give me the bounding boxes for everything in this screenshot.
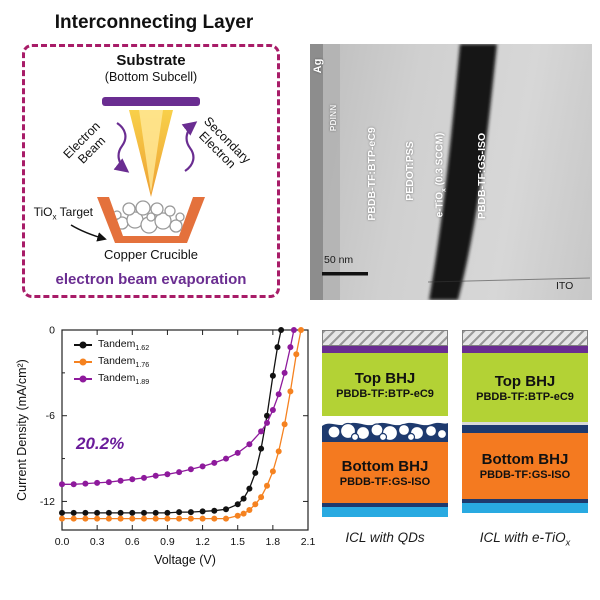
secondary-electron-wavy-arrow-icon	[181, 121, 198, 172]
ag-electrode-layer	[462, 330, 588, 346]
bottom-bhj-label: PBDB-TF:GS-ISO	[476, 132, 488, 220]
ito-interface-line	[427, 277, 591, 283]
ito-label: ITO	[556, 280, 574, 292]
legend-item: Tandem1.89	[74, 372, 149, 386]
bottom-bhj-material: PBDB-TF:GS-ISO	[339, 475, 431, 488]
svg-text:-6: -6	[46, 410, 55, 422]
pdinn-layer	[462, 346, 588, 353]
pedot-thin-layer	[462, 422, 588, 425]
pdinn-layer-region	[323, 44, 340, 300]
pdinn-label: PDINN	[328, 104, 338, 132]
ag-layer-region	[310, 44, 323, 300]
svg-text:0.0: 0.0	[55, 536, 70, 548]
zno-layer	[322, 503, 448, 507]
svg-text:0.9: 0.9	[160, 536, 175, 548]
tio-granules-icon	[112, 200, 185, 234]
pedot-label: PEDOT:PSS	[404, 141, 416, 201]
copper-crucible-icon	[97, 197, 205, 243]
svg-text:Current Density (mA/cm²): Current Density (mA/cm²)	[15, 359, 29, 501]
top-bhj-material: PBDB-TF:BTP-eC9	[476, 390, 574, 403]
top-bhj-title: Top BHJ	[494, 372, 556, 390]
etio-dark-band	[429, 44, 497, 300]
svg-text:0.6: 0.6	[125, 536, 140, 548]
substrate-bar	[102, 97, 200, 106]
copper-crucible-label: Copper Crucible	[104, 247, 198, 262]
legend-item: Tandem1.76	[74, 355, 149, 369]
evaporation-diagram	[70, 110, 205, 243]
top-bhj-layer: Top BHJ PBDB-TF:BTP-eC9	[322, 353, 448, 416]
top-bhj-layer: Top BHJ PBDB-TF:BTP-eC9	[462, 353, 588, 422]
legend-item: Tandem1.62	[74, 338, 149, 352]
scale-bar	[322, 272, 368, 276]
svg-text:-12: -12	[40, 496, 55, 508]
bottom-bhj-layer: Bottom BHJ PBDB-TF:GS-ISO	[462, 433, 588, 499]
device-stack-etio: Top BHJ PBDB-TF:BTP-eC9 Bottom BHJ PBDB-…	[462, 330, 588, 550]
pdinn-layer	[322, 346, 448, 353]
svg-text:0.3: 0.3	[90, 536, 105, 548]
etio-icl-layer	[462, 425, 588, 433]
evaporation-caption: electron beam evaporation	[55, 271, 247, 288]
bottom-bhj-material: PBDB-TF:GS-ISO	[479, 469, 571, 481]
bottom-bhj-title: Bottom BHJ	[481, 451, 569, 468]
ito-layer	[462, 503, 588, 513]
stack-caption-etio: ICL with e-TiOx	[479, 530, 571, 548]
tio-target-label: TiOx Target	[33, 205, 93, 222]
svg-text:1.2: 1.2	[195, 536, 210, 548]
svg-text:1.8: 1.8	[266, 536, 281, 548]
target-pointer-arrow-icon	[70, 224, 107, 242]
svg-text:1.5: 1.5	[230, 536, 245, 548]
scale-bar-label: 50 nm	[324, 254, 354, 266]
top-bhj-material: PBDB-TF:BTP-eC9	[336, 387, 434, 400]
stack-caption-qd: ICL with QDs	[345, 530, 425, 545]
bottom-bhj-title: Bottom BHJ	[341, 457, 429, 475]
svg-text:0: 0	[49, 325, 55, 337]
schematic-panel: Interconnecting Layer	[8, 4, 300, 310]
svg-text:Voltage (V): Voltage (V)	[154, 553, 216, 567]
efficiency-annotation: 20.2%	[76, 434, 125, 453]
qd-icl-layer	[322, 416, 448, 442]
electron-beam-cone-icon	[129, 110, 173, 197]
etio-label: e-TiOx (0.3 SCCM)	[434, 132, 448, 218]
ito-layer	[322, 507, 448, 517]
ag-label: Ag	[312, 58, 324, 74]
tem-micrograph	[310, 44, 591, 300]
quantum-dots-icon	[322, 422, 448, 442]
top-bhj-label: PBDB-TF:BTP-eC9	[366, 127, 378, 221]
ag-electrode-layer	[322, 330, 448, 346]
top-bhj-title: Top BHJ	[354, 369, 416, 387]
panel-title: Interconnecting Layer	[54, 12, 254, 33]
zno-layer	[462, 499, 588, 503]
substrate-label: Substrate	[116, 52, 186, 69]
substrate-subtitle: (Bottom Subcell)	[104, 70, 198, 84]
device-stacks-panel: Top BHJ PBDB-TF:BTP-eC9 Bottom BHJ PBDB-…	[318, 326, 592, 592]
device-stack-qd: Top BHJ PBDB-TF:BTP-eC9 Bottom BHJ PBDB-…	[322, 330, 448, 550]
tem-image-panel: Ag PDINN PBDB-TF:BTP-eC9 PEDOT:PSS e-TiO…	[310, 44, 592, 300]
bottom-bhj-layer: Bottom BHJ PBDB-TF:GS-ISO	[322, 442, 448, 503]
svg-text:2.1: 2.1	[301, 536, 316, 548]
electron-beam-wavy-arrow-icon	[113, 122, 130, 173]
